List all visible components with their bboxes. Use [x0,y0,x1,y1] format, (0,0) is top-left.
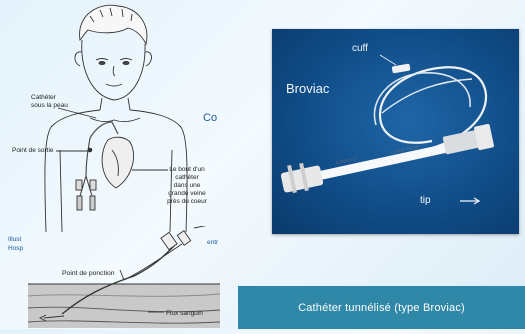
label-line: grande veine [163,190,211,198]
broviac-catheter-photo: cuff Broviac tip 6,5MM I.D. CLAMP HERE [272,29,519,234]
partial-text-co: Co [203,112,225,124]
label-tip: tip [420,195,431,206]
label-line: Cathéter [31,94,68,102]
child-catheter-illustration: Cathéter sous la peau Point de sortie Le… [0,0,212,232]
label-line: près du coeur [163,198,211,206]
catheter-drawing [272,29,519,234]
label-line: sous la peau [31,102,68,110]
label-exit-point: Point de sortie [12,147,54,155]
caption-text: Cathéter tunnélisé (type Broviac) [298,302,465,314]
label-catheter-under-skin: Cathéter sous la peau [31,94,68,110]
label-blood-flow: Flux sanguin [166,310,203,318]
caption-bar: Cathéter tunnélisé (type Broviac) [238,286,525,329]
label-cuff: cuff [352,43,368,54]
label-puncture-point: Point de ponction [62,270,115,278]
label-broviac: Broviac [286,81,329,96]
label-catheter-tip: Le bout d'un cathéter dans une grande ve… [163,166,211,206]
label-line: dans une [163,182,211,190]
label-line: Le bout d'un [163,166,211,174]
label-line: cathéter [163,174,211,182]
puncture-illustration: Point de ponction Flux sanguin [24,226,224,329]
